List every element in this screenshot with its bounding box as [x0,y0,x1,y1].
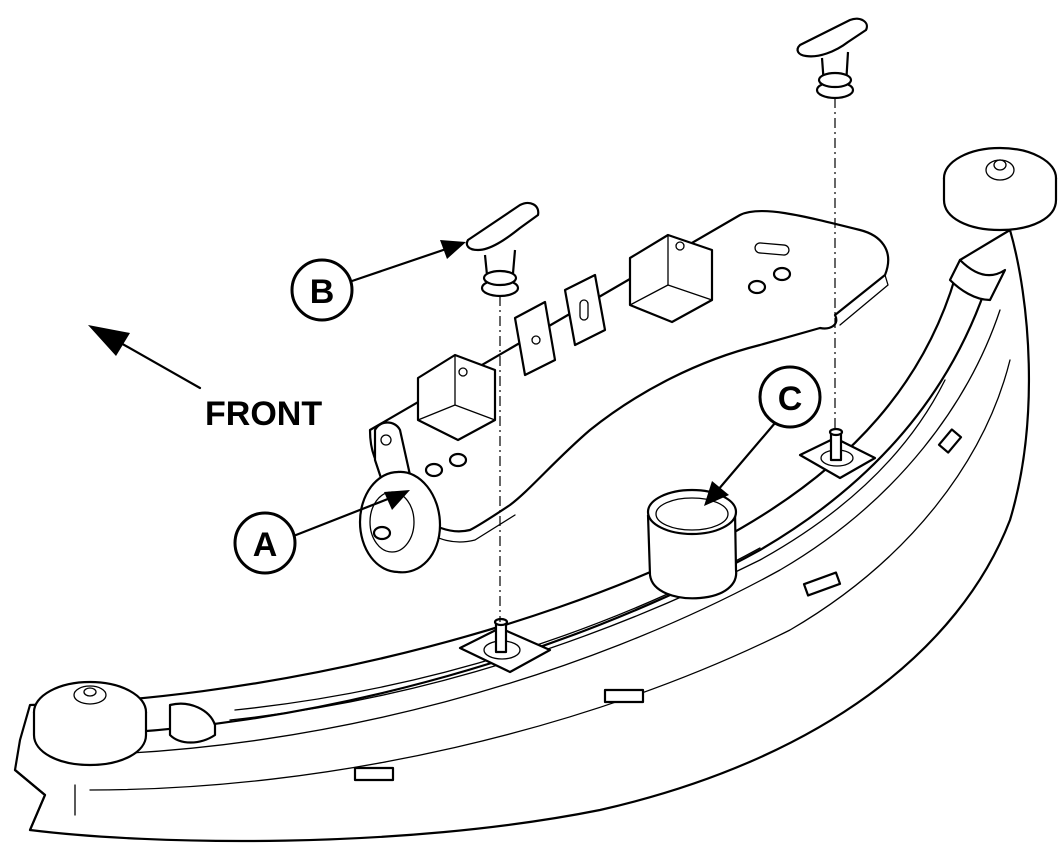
clip-4 [937,428,963,454]
front-label: FRONT [205,395,322,433]
callout-a: A [233,490,410,575]
caster-wheel [358,470,442,574]
clip-1 [353,766,395,782]
right-wheel [942,146,1058,302]
callout-b-label: B [310,273,335,311]
left-mount-stud [458,617,552,674]
callout-c: C [704,365,822,506]
callout-c-label: C [778,380,803,418]
front-arrow [88,325,202,390]
clip-2 [603,688,645,704]
left-wheel [32,680,217,767]
callout-b: B [290,240,466,322]
callout-a-label: A [253,526,278,564]
right-mount-stud [798,427,877,480]
t-knob-right [796,17,868,100]
clip-3 [802,571,842,597]
t-knob-left [465,201,540,298]
hose-port [646,488,738,600]
